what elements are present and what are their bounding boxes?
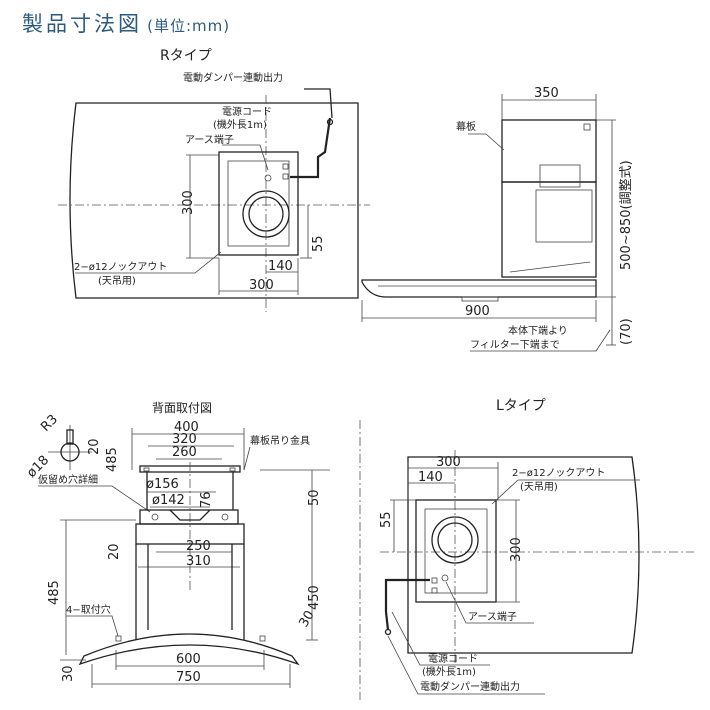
hole-detail-circle [60, 442, 80, 462]
l-type-outline [407, 456, 640, 654]
l-dim-55: 55 [379, 511, 394, 528]
back-dim-250: 250 [186, 539, 211, 554]
l-cord-length-label: (機外長1m) [422, 665, 476, 678]
back-dim-400: 400 [174, 420, 199, 435]
r-makuita-label: 幕板 [456, 120, 476, 133]
hood-curve [78, 633, 300, 666]
l-type-plan-view: Lタイプ 300 140 2−ø12ノックアウト (天吊用) 55 300 アー… [359, 398, 694, 700]
kari-label: 仮留め穴詳細 [38, 473, 98, 486]
r-filter-note2: フィルター下端まで [470, 338, 560, 351]
r-dim-70: (70) [619, 318, 634, 345]
l-type-mount-box [415, 499, 497, 603]
back-dim-30r: 30 [296, 608, 317, 630]
r-body-bottom [361, 279, 597, 298]
r-type-cord [290, 117, 332, 179]
back-dim-50: 50 [307, 489, 322, 506]
r-type-side-view: 350 幕板 900 500∼850(調整式) (70) 本体下端より フィルタ… [361, 86, 634, 352]
back-dim-450: 450 [307, 585, 322, 610]
back-dim-20: 20 [107, 543, 122, 560]
r-dim-55: 55 [311, 235, 326, 252]
back-dim-142: ø142 [152, 493, 185, 508]
back-title: 背面取付図 [152, 401, 212, 415]
l-cord-label: 電源コード [428, 652, 478, 665]
r-type-title: Rタイプ [160, 48, 212, 64]
back-d485-detail: 485 [105, 447, 120, 472]
r-dim-900: 900 [465, 304, 490, 319]
r-type-mount-box [218, 151, 299, 256]
r-knockout-label: 2−ø12ノックアウト [74, 261, 167, 273]
r-dim-300v: 300 [181, 190, 196, 215]
l-ceiling-label: (天吊用) [520, 481, 558, 493]
title-main: 製品寸法図 [22, 12, 142, 36]
page-title: 製品寸法図 (単位:mm) [22, 8, 230, 38]
l-type-title: Lタイプ [496, 398, 546, 414]
r-dim-140: 140 [268, 259, 293, 274]
l-type-duct-circle [431, 516, 479, 564]
l-dim-140: 140 [418, 470, 443, 485]
r-ceiling-label: (天吊用) [98, 275, 136, 287]
r-cord-label: 電源コード [222, 105, 272, 118]
back-dim-30l: 30 [61, 665, 76, 682]
r-makuita-box [501, 119, 597, 183]
makuita-kanagu-label: 幕板吊り金具 [250, 434, 310, 447]
l-earth-label: アース端子 [468, 610, 517, 623]
r-body-box [501, 181, 597, 278]
back-r3: R3 [38, 412, 61, 435]
back-dim-156: ø156 [146, 477, 179, 492]
tori-label: 4−取付穴 [66, 603, 111, 616]
r-type-outline [69, 102, 359, 299]
r-type-duct-circle [242, 190, 290, 238]
back-d20-detail: 20 [87, 438, 102, 455]
r-dim-350: 350 [534, 86, 559, 101]
back-dim-750: 750 [176, 670, 201, 685]
back-dim-485: 485 [47, 580, 62, 605]
l-dim-300: 300 [436, 455, 461, 470]
r-cord-length-label: (機外長1m) [213, 118, 267, 131]
title-unit: (単位:mm) [147, 17, 231, 35]
l-knockout-label: 2−ø12ノックアウト [512, 467, 605, 479]
l-dim-300v: 300 [509, 537, 524, 562]
r-earth-label: アース端子 [185, 133, 234, 146]
back-dim-310: 310 [186, 554, 211, 569]
r-dim-300h: 300 [249, 278, 274, 293]
r-filter-note1: 本体下端より [508, 324, 568, 337]
back-mounting-view: 背面取付図 R3 ø18 20 485 仮留め穴詳細 400 320 260 幕… [24, 401, 330, 688]
back-dim-320: 320 [172, 432, 197, 447]
back-dim-260: 260 [172, 445, 197, 460]
back-dim-76: 76 [199, 491, 214, 508]
l-type-cord [384, 578, 430, 631]
r-dim-500-850: 500∼850(調整式) [619, 160, 634, 270]
r-type-plan-view: Rタイプ 電動ダンパー連動出力 電源コード (機外長1m) アース端子 2−ø1… [58, 48, 370, 312]
r-damper-label: 電動ダンパー連動出力 [183, 71, 283, 84]
l-damper-label: 電動ダンパー連動出力 [420, 680, 520, 693]
back-dim-600: 600 [176, 652, 201, 667]
